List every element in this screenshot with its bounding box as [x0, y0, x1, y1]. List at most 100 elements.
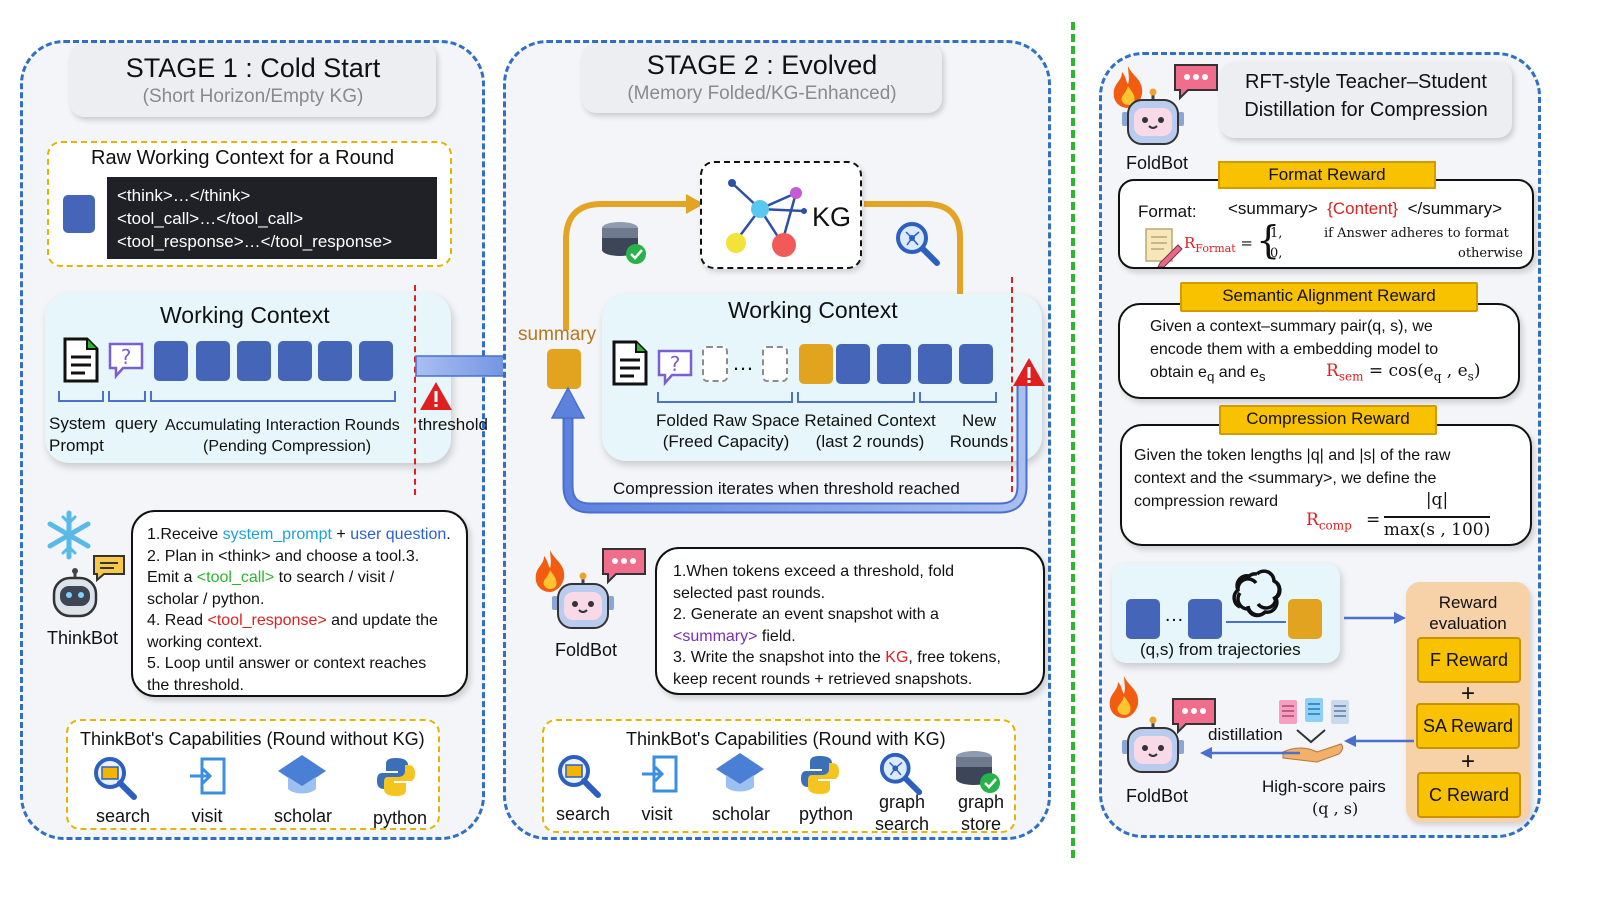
stage2-wc-title: Working Context	[728, 297, 898, 323]
reward-eval-title: Reward evaluation	[1429, 593, 1507, 633]
traj-arrow-line	[1226, 621, 1286, 623]
fire-icon	[1109, 676, 1139, 718]
compression-loop-arrow	[550, 386, 1028, 514]
compression-reward-card: Given the token lengths |q| and |s| of t…	[1120, 424, 1532, 546]
s2-cap-visit: visit	[641, 804, 673, 824]
thinkbot-name: ThinkBot	[47, 628, 119, 648]
stage1-subtitle: (Short Horizon/Empty KG)	[142, 86, 364, 107]
sem-formula: Rsem = cos(eq , es)	[1326, 361, 1481, 384]
tb-step-1: 1.Receive system_prompt + user question.	[147, 526, 451, 543]
tb-step-5: 5. Loop until answer or context reaches	[147, 655, 427, 672]
comp-line-2: context and the <summary>, we define the	[1134, 470, 1437, 487]
s2-capabilities-box: ThinkBot's Capabilities (Round with KG) …	[542, 719, 1016, 834]
summary-label: summary	[518, 324, 597, 345]
traj-block-2	[1188, 599, 1222, 639]
db-check-icon	[602, 222, 646, 264]
s1-visit-icon	[190, 757, 226, 795]
s1-cap-visit: visit	[191, 806, 223, 826]
stage2-title: STAGE 2 : Evolved	[646, 50, 878, 80]
foldbot-name-header: FoldBot	[1126, 153, 1189, 173]
accumulating-label: Accumulating Interaction Rounds	[165, 417, 400, 434]
s1-cap-search: search	[95, 806, 151, 826]
stage1-wc-title: Working Context	[160, 302, 330, 328]
raw-line-tool-call: <tool_call>…</tool_call>	[117, 209, 304, 228]
format-brace: {	[1256, 218, 1281, 262]
traj-ellipsis: …	[1164, 604, 1184, 626]
s1-python-icon	[377, 758, 415, 796]
foldbot-robot-icon	[1122, 716, 1184, 773]
fb-step-2: 2. Generate an event snapshot with a	[673, 606, 939, 623]
system-prompt-label: System Prompt	[49, 414, 106, 455]
sa-reward-box: SA Reward	[1416, 703, 1520, 749]
folded-label: Folded Raw Space (Freed Capacity)	[656, 411, 800, 451]
stage2-working-context: Working Context ? … Folded Raw Space (Fr…	[602, 294, 1042, 461]
retained-block-1	[836, 344, 870, 384]
s1-round-block-5	[318, 341, 352, 381]
system-prompt-doc-icon	[63, 337, 99, 383]
summary-block	[547, 349, 581, 389]
s2-brackets	[657, 392, 997, 403]
format-case2-text: otherwise	[1458, 246, 1523, 261]
kg-box: KG	[700, 161, 862, 269]
distillation-label: distillation	[1208, 725, 1283, 744]
plus-1: +	[1461, 680, 1476, 707]
s1-threshold-line	[414, 285, 416, 495]
high-score-pair: (q , s)	[1312, 799, 1359, 818]
comp-formula-r: Rcomp	[1306, 510, 1352, 533]
foldbot-robot-icon	[1122, 88, 1184, 145]
s1-cap-scholar: scholar	[273, 806, 333, 826]
format-case2-val: 0,	[1270, 246, 1283, 261]
stage2-title-box: STAGE 2 : Evolved (Memory Folded/KG-Enha…	[582, 43, 942, 113]
compression-reward-tag: Compression Reward	[1219, 405, 1437, 435]
plus-2: +	[1461, 748, 1476, 775]
thinkbot-avatar	[44, 510, 125, 620]
format-doc-pencil-icon	[1145, 228, 1183, 267]
s1-search-icon	[94, 757, 137, 800]
s2-doc-icon	[612, 340, 648, 386]
sem-line-1: Given a context–summary pair(q, s), we	[1150, 318, 1433, 335]
tb-step-3b: scholar / python.	[147, 590, 265, 608]
raw-line-think: <think>…</think>	[117, 186, 251, 205]
f-reward-box: F Reward	[1417, 637, 1521, 683]
raw-context-code: <think>…</think> <tool_call>…</tool_call…	[107, 177, 437, 259]
c-reward-box: C Reward	[1417, 772, 1521, 818]
foldbot-chat-icon	[1172, 698, 1216, 735]
snowflake-icon	[47, 510, 91, 560]
s2-search-icon	[558, 755, 601, 798]
semantic-reward-tag: Semantic Alignment Reward	[1180, 282, 1478, 312]
pairs-label: (q,s) from trajectories	[1140, 640, 1301, 659]
new-block-2	[959, 344, 993, 384]
traj-summary-block	[1288, 599, 1322, 639]
s1-capabilities-title: ThinkBot's Capabilities (Round without K…	[80, 729, 425, 749]
pending-label: (Pending Compression)	[203, 438, 372, 455]
foldbot-chat-icon	[1174, 64, 1218, 101]
query-icon: ?	[108, 342, 144, 380]
kg-label: KG	[812, 202, 852, 232]
foldbot-avatar-header	[1108, 62, 1228, 154]
fb-step-1: 1.When tokens exceed a threshold, fold	[673, 563, 955, 580]
tb-step-2: 2. Plan in <think> and choose a tool.3.	[147, 547, 420, 565]
foldbot-name-s2: FoldBot	[555, 640, 618, 660]
svg-text:?: ?	[670, 352, 681, 376]
retained-block-2	[877, 344, 911, 384]
s1-capabilities-box: ThinkBot's Capabilities (Round without K…	[66, 719, 440, 830]
fb-step-3: 3. Write the snapshot into the KG, free …	[673, 649, 1001, 666]
raw-context-block	[63, 195, 95, 233]
kg-graph-icon	[726, 179, 807, 257]
folded-block-1	[702, 346, 728, 382]
stage2-subtitle: (Memory Folded/KG-Enhanced)	[627, 83, 897, 104]
s2-capabilities-title: ThinkBot's Capabilities (Round with KG)	[626, 729, 946, 749]
s2-cap-search: search	[555, 804, 611, 824]
trajectory-pairs-box: … (q,s) from trajectories	[1112, 563, 1340, 663]
comp-denominator: max(s , 100)	[1383, 520, 1491, 540]
stage1-title: STAGE 1 : Cold Start	[125, 53, 381, 83]
s2-threshold-line	[1011, 277, 1013, 492]
format-reward-tag: Format Reward	[1218, 161, 1436, 189]
retained-label: Retained Context (last 2 rounds)	[804, 411, 936, 451]
format-formula: RFormat =	[1184, 234, 1253, 255]
fb-step-3b: keep recent rounds + retrieved snapshots…	[673, 670, 973, 688]
foldbot-name-student: FoldBot	[1126, 786, 1189, 806]
stage3-title-b: Distillation for Compression	[1244, 99, 1488, 121]
s1-warning-icon	[420, 382, 452, 410]
fb-step-1b: selected past rounds.	[673, 584, 826, 602]
